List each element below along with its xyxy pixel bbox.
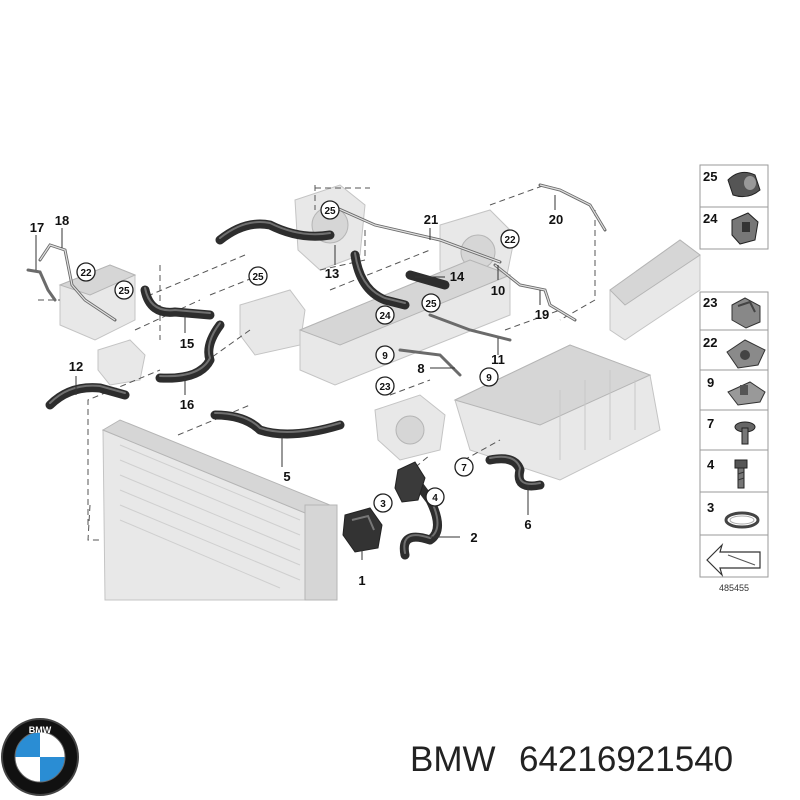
- callout-10: 10: [491, 283, 505, 298]
- callout-16: 16: [180, 397, 194, 412]
- auxiliary-pump: [97, 339, 146, 386]
- screw-icon: [734, 459, 748, 489]
- callouts: 1 2 5 6 8 10 11 12 13 14 15 16 17 18 19 …: [30, 212, 563, 588]
- water-pump: [374, 394, 446, 461]
- callout-8: 8: [417, 361, 424, 376]
- bracket-clip-icon: [731, 212, 759, 245]
- expansion-tank-left: [58, 264, 137, 341]
- bolt-flange-icon: [734, 421, 756, 445]
- svg-text:25: 25: [252, 272, 264, 283]
- hose-clip-icon: [727, 171, 761, 198]
- legend-num-25: 25: [703, 169, 717, 184]
- svg-text:7: 7: [461, 463, 467, 474]
- pump-1: [342, 507, 383, 553]
- circled-callout-25-top: 25: [320, 200, 340, 220]
- hose-15: [140, 285, 215, 320]
- brand-name: BMW: [410, 740, 496, 779]
- legend-top: 25 24: [699, 164, 769, 250]
- legend-num-22: 22: [703, 335, 717, 350]
- circled-callout-9-lower: 9: [479, 367, 499, 387]
- coolant-pipe-11: [428, 313, 512, 342]
- callout-19: 19: [535, 307, 549, 322]
- svg-text:4: 4: [432, 493, 438, 504]
- expansion-tank-right: [609, 239, 701, 341]
- circled-callout-4: 4: [425, 487, 445, 507]
- circled-callout-24: 24: [375, 305, 395, 325]
- circled-callout-22-left: 22: [76, 262, 96, 282]
- svg-text:25: 25: [324, 206, 336, 217]
- legend-bottom: 23 22 9 7 4 3: [699, 291, 769, 578]
- coolant-pipe-20: [538, 183, 607, 232]
- legend-num-4: 4: [707, 457, 715, 472]
- circled-callout-7: 7: [454, 457, 474, 477]
- legend-num-3: 3: [707, 500, 714, 515]
- thermostat-housing: [239, 289, 306, 356]
- callout-21: 21: [424, 212, 438, 227]
- circled-callout-3: 3: [373, 493, 393, 513]
- hose-2: [399, 475, 442, 560]
- legend-num-9: 9: [707, 375, 714, 390]
- engine-block: [453, 344, 661, 481]
- hose-16: [155, 320, 225, 383]
- circled-callout-25-right: 25: [421, 293, 441, 313]
- circled-callout-22-right: 22: [500, 229, 520, 249]
- svg-text:23: 23: [379, 382, 391, 393]
- leader-lines: [35, 195, 556, 560]
- callout-6: 6: [524, 517, 531, 532]
- valve-4: [394, 461, 426, 503]
- coolant-pipe-21: [328, 203, 502, 264]
- circled-callout-25-left: 25: [114, 280, 134, 300]
- callout-1: 1: [358, 573, 365, 588]
- direction-arrow-icon: [706, 542, 761, 578]
- callout-5: 5: [283, 469, 290, 484]
- radiator: [101, 419, 338, 601]
- svg-text:9: 9: [486, 373, 492, 384]
- callout-18: 18: [55, 213, 69, 228]
- circled-callout-23: 23: [375, 376, 395, 396]
- svg-text:9: 9: [382, 351, 388, 362]
- coolant-pipe-19: [493, 263, 577, 322]
- legend-num-23: 23: [703, 295, 717, 310]
- svg-text:25: 25: [425, 299, 437, 310]
- bmw-logo-lettering: BMW: [29, 725, 52, 735]
- svg-text:24: 24: [379, 311, 391, 322]
- hose-13: [215, 219, 335, 245]
- part-number: 64216921540: [519, 740, 734, 779]
- callout-11: 11: [491, 352, 505, 367]
- legend-num-24: 24: [703, 211, 718, 226]
- coolant-pipe-17: [26, 268, 57, 302]
- double-clip-icon: [731, 297, 761, 329]
- callout-12: 12: [69, 359, 83, 374]
- hose-5: [210, 410, 345, 439]
- svg-text:3: 3: [380, 499, 386, 510]
- callout-20: 20: [549, 212, 563, 227]
- svg-text:22: 22: [80, 268, 92, 279]
- svg-text:25: 25: [118, 286, 130, 297]
- holder-clip-icon: [727, 381, 766, 406]
- hose-clamp-ring-icon: [724, 511, 760, 529]
- legend-num-7: 7: [707, 416, 714, 431]
- bmw-logo: BMW: [1, 718, 79, 796]
- circled-callouts: 22 25 22 25 25 24 25 9: [76, 200, 520, 513]
- drawing-number: 485455: [719, 583, 749, 593]
- coolant-pipe-18: [38, 243, 117, 322]
- callout-17: 17: [30, 220, 44, 235]
- callout-14: 14: [450, 269, 465, 284]
- pipe-clamp-icon: [726, 339, 766, 369]
- circled-callout-9-upper: 9: [375, 345, 395, 365]
- svg-text:22: 22: [504, 235, 516, 246]
- callout-15: 15: [180, 336, 194, 351]
- callout-2: 2: [470, 530, 477, 545]
- circled-callout-25-center: 25: [248, 266, 268, 286]
- callout-13: 13: [325, 266, 339, 281]
